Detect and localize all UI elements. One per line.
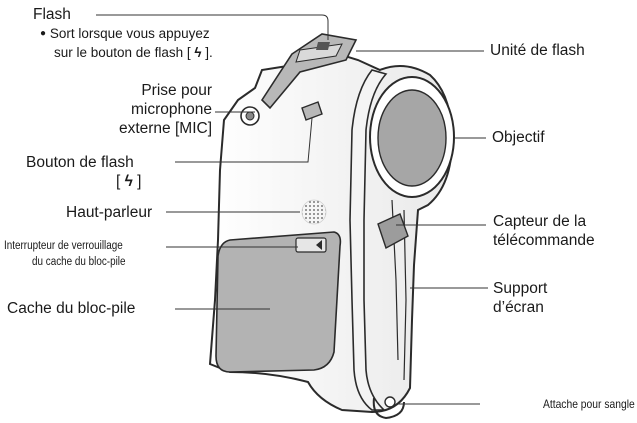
label-flash-button-line1: Bouton de flash: [26, 154, 134, 172]
label-lock-switch-line2: du cache du bloc-pile: [32, 255, 125, 269]
speaker-grille: [302, 200, 326, 224]
label-remote-sensor-line1: Capteur de la: [493, 213, 586, 231]
flash-note-line2: sur le bouton de flash [ ϟ ].: [54, 44, 213, 61]
label-monitor-support-line2: d’écran: [493, 299, 544, 317]
flash-note-text2-pre: sur le bouton de flash [: [54, 45, 191, 60]
battery-cover-panel: [216, 232, 340, 372]
label-flash-button-line2: [ ϟ ]: [116, 173, 141, 191]
flash-note-text2-post: ].: [205, 45, 213, 60]
label-lens: Objectif: [492, 129, 545, 147]
label-speaker: Haut-parleur: [66, 204, 152, 222]
label-flash-unit: Unité de flash: [490, 42, 585, 60]
label-mic-line3: externe [MIC]: [119, 120, 212, 138]
label-strap-holder: Attache pour sangle: [543, 397, 635, 411]
flash-note-line1: ● Sort lorsque vous appuyez: [40, 25, 210, 42]
bullet-icon: ●: [40, 28, 46, 39]
flash-note-text1: Sort lorsque vous appuyez: [50, 26, 210, 41]
label-lock-switch-line1: Interrupteur de verrouillage: [4, 239, 123, 253]
label-mic-line2: microphone: [131, 101, 212, 119]
flash-symbol-icon: ϟ: [125, 173, 133, 190]
label-mic-line1: Prise pour: [141, 82, 212, 100]
label-battery-cover: Cache du bloc-pile: [7, 300, 135, 318]
label-monitor-support-line1: Support: [493, 280, 547, 298]
label-remote-sensor-line2: télécommande: [493, 232, 595, 250]
flash-symbol-icon: ϟ: [194, 45, 201, 60]
lens: [378, 90, 446, 186]
label-flash: Flash: [33, 6, 71, 24]
